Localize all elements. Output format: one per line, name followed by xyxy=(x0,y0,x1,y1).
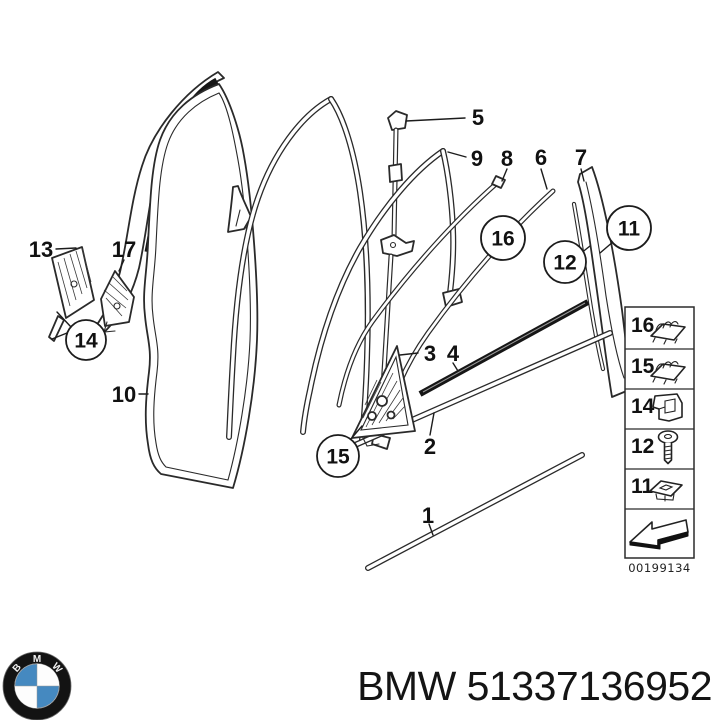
callout-4: 4 xyxy=(447,341,460,366)
part-6-trim-strip xyxy=(386,188,556,416)
drawing-number: 00199134 xyxy=(628,561,691,575)
callout-13: 13 xyxy=(29,237,53,262)
direction-arrow-icon xyxy=(629,519,689,550)
legend-row-11: 11 xyxy=(631,475,683,502)
callout-circled-11: 11 xyxy=(606,205,652,251)
screw-icon xyxy=(657,430,679,465)
legend-row-14: 14 xyxy=(631,393,683,422)
svg-text:16: 16 xyxy=(491,228,514,251)
svg-text:14: 14 xyxy=(631,395,655,418)
part-number-text: BMW 51337136952 xyxy=(357,663,712,709)
part-8-trim-strip xyxy=(336,175,506,408)
legend-row-16: 16 xyxy=(631,314,686,345)
callout-8: 8 xyxy=(501,146,513,171)
clamp-bracket-icon xyxy=(652,393,683,422)
logo-quadrant-blue-br xyxy=(36,685,60,709)
svg-text:15: 15 xyxy=(326,446,350,469)
svg-text:14: 14 xyxy=(74,330,98,353)
svg-text:11: 11 xyxy=(631,475,654,498)
bmw-logo: B M W xyxy=(2,651,72,720)
spring-clip-icon xyxy=(650,361,686,385)
callout-1: 1 xyxy=(422,503,434,528)
legend-table: 16 15 14 12 xyxy=(624,306,695,575)
svg-text:15: 15 xyxy=(631,355,655,378)
part-4-belt-molding xyxy=(418,299,590,397)
svg-text:12: 12 xyxy=(631,435,654,458)
spring-clip-icon xyxy=(650,321,686,345)
callout-circled-12: 12 xyxy=(543,240,587,284)
svg-text:12: 12 xyxy=(553,252,576,275)
legend-row-arrow xyxy=(629,519,689,550)
callout-2: 2 xyxy=(424,434,436,459)
callout-3: 3 xyxy=(424,341,436,366)
part-12-weatherstrip xyxy=(571,201,606,372)
callout-6: 6 xyxy=(535,145,547,170)
flat-clip-icon xyxy=(649,480,683,502)
callout-10: 10 xyxy=(112,382,136,407)
part-9-window-frame-cover xyxy=(300,148,463,435)
leader-lines xyxy=(51,117,615,536)
legend-row-15: 15 xyxy=(631,355,686,385)
callout-5: 5 xyxy=(472,105,484,130)
callout-7: 7 xyxy=(575,145,587,170)
svg-text:16: 16 xyxy=(631,314,654,337)
part-17-trim-piece xyxy=(100,270,135,333)
glass-run-channel xyxy=(226,96,371,443)
callout-17: 17 xyxy=(112,237,136,262)
callout-9: 9 xyxy=(471,146,483,171)
circled-callouts: 14 15 16 12 11 xyxy=(65,205,652,478)
callout-circled-15: 15 xyxy=(316,434,360,478)
part-3-mirror-triangle xyxy=(351,345,416,447)
callouts: 5 9 8 6 7 13 17 10 3 4 2 1 xyxy=(29,105,587,528)
part-1-side-molding xyxy=(365,452,585,571)
callout-circled-14: 14 xyxy=(65,319,107,361)
legend-row-12: 12 xyxy=(631,430,679,465)
svg-text:11: 11 xyxy=(618,218,641,241)
logo-quadrant-blue-tl xyxy=(14,663,38,687)
callout-circled-16: 16 xyxy=(480,215,526,261)
logo-letter-m: M xyxy=(33,654,41,665)
